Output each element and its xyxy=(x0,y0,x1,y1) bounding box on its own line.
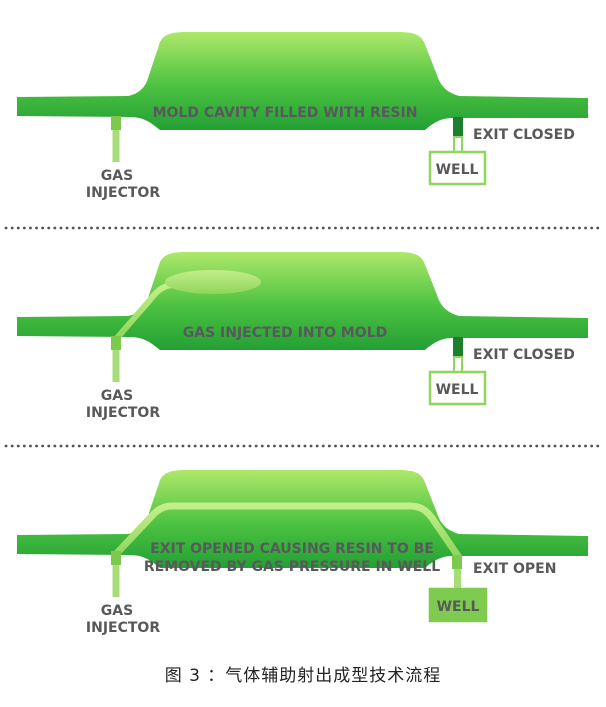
gas-injector-label: INJECTOR xyxy=(86,185,160,201)
mold-cavity-resin xyxy=(17,252,588,350)
well-label: WELL xyxy=(437,599,480,615)
gas-channel xyxy=(113,502,462,560)
exit-label: EXIT CLOSED xyxy=(473,127,575,143)
gas-assist-molding-diagram: GAS INJECTOR MOLD CAVITY FILLED WITH RES… xyxy=(4,32,602,636)
gas-bubble xyxy=(165,270,261,294)
gas-injector-label: GAS xyxy=(101,168,133,184)
well-label: WELL xyxy=(436,162,479,178)
gas-injector-pipe xyxy=(112,130,120,162)
gas-injector-label: INJECTOR xyxy=(86,405,160,421)
gas-injector-label: GAS xyxy=(101,603,133,619)
stage-1: GAS INJECTOR MOLD CAVITY FILLED WITH RES… xyxy=(17,32,588,201)
exit-label: EXIT CLOSED xyxy=(473,347,575,363)
gas-injector-label: GAS xyxy=(101,388,133,404)
well xyxy=(428,150,487,186)
exit-nozzle-open xyxy=(452,555,462,569)
stage-2: GAS INJECTOR GAS INJECTED INTO MOLD EXIT… xyxy=(17,252,588,421)
cavity-label-line2: REMOVED BY GAS PRESSURE IN WELL xyxy=(144,559,440,575)
mold-cavity-resin xyxy=(17,32,588,130)
well-label: WELL xyxy=(436,382,479,398)
exit-channel xyxy=(454,569,461,589)
well-filled xyxy=(428,587,488,623)
cavity-label: MOLD CAVITY FILLED WITH RESIN xyxy=(153,105,418,121)
exit-channel xyxy=(453,136,463,153)
cavity-label: EXIT OPENED CAUSING RESIN TO BE xyxy=(150,541,434,557)
gas-injector-pipe xyxy=(112,350,120,382)
well xyxy=(428,370,487,406)
gas-injector-nozzle xyxy=(111,551,121,565)
figure-caption: 图 3 ：气体辅助射出成型技术流程 xyxy=(164,666,442,686)
exit-label: EXIT OPEN xyxy=(473,561,556,577)
gas-injector-label: INJECTOR xyxy=(86,620,160,636)
gas-injector-nozzle xyxy=(111,116,121,130)
exit-valve-closed xyxy=(453,337,463,357)
exit-channel xyxy=(453,356,463,373)
stage-3: GAS INJECTOR EXIT OPENED CAUSING RESIN T… xyxy=(17,470,588,636)
gas-injector-nozzle xyxy=(111,336,121,350)
cavity-label: GAS INJECTED INTO MOLD xyxy=(183,325,388,341)
gas-injector-pipe xyxy=(112,565,120,597)
exit-valve-closed xyxy=(453,117,463,137)
